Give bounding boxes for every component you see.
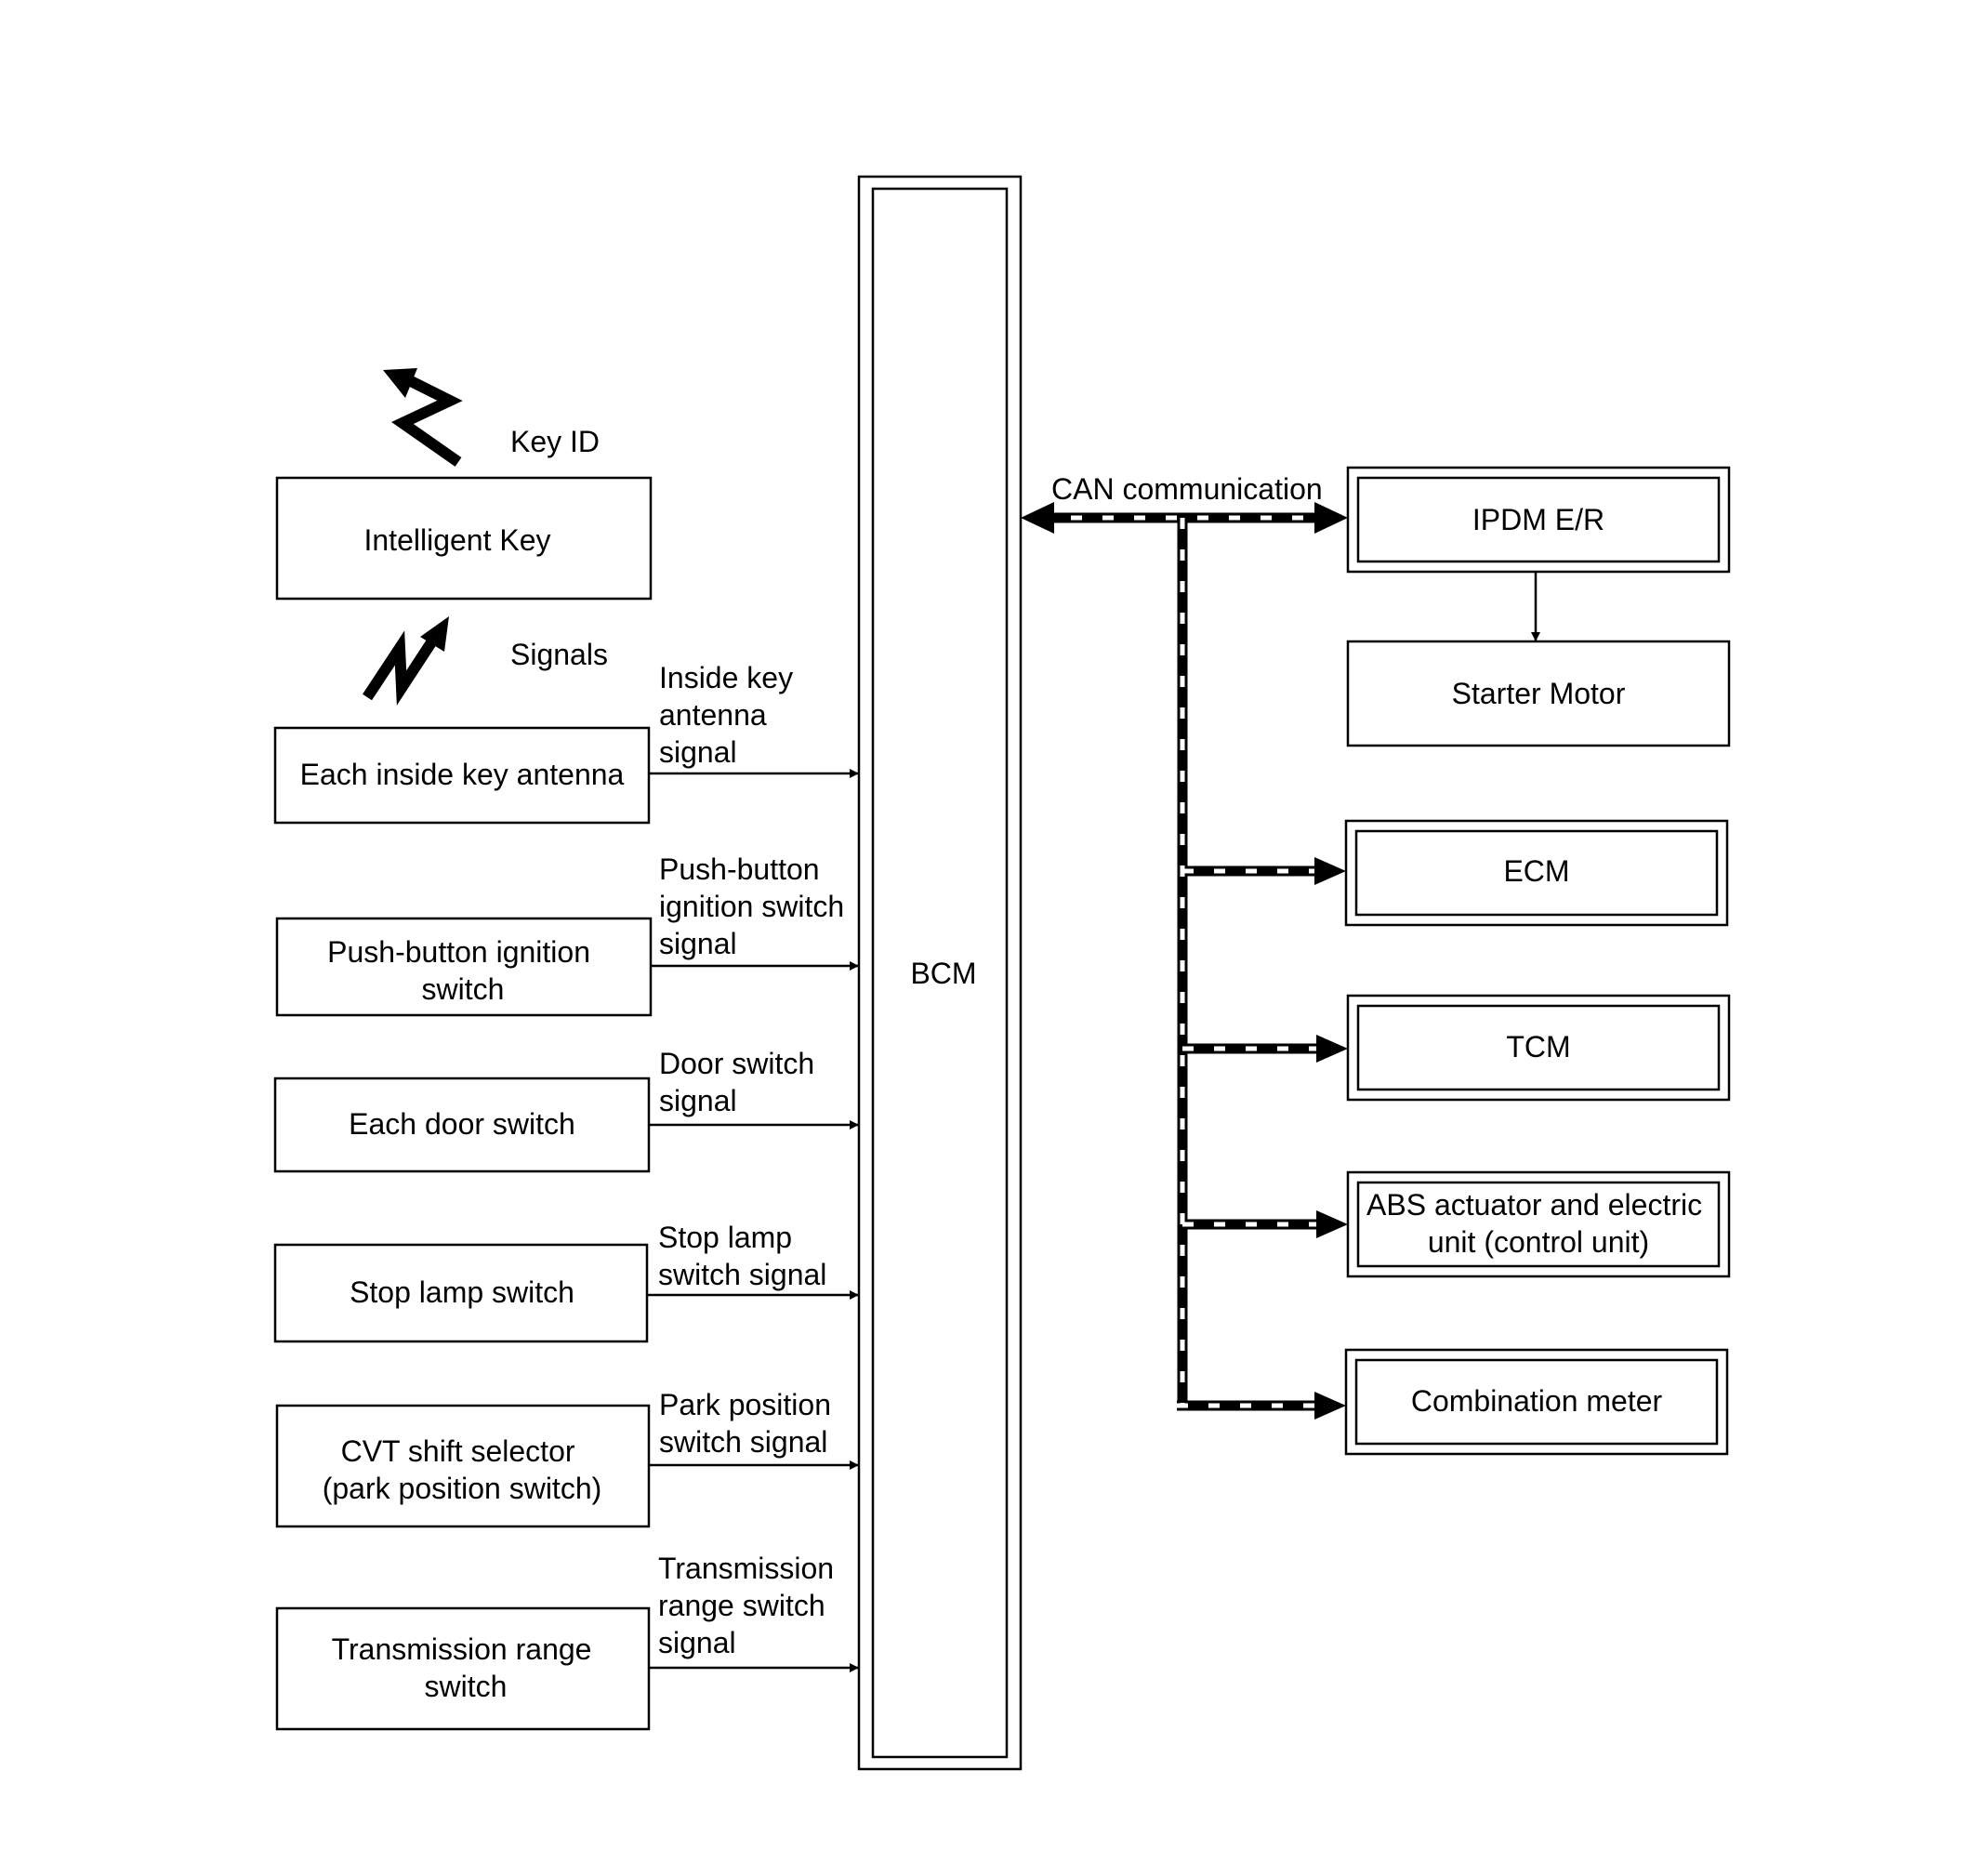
- intelligent-key-label: Intelligent Key: [363, 523, 550, 557]
- starter-motor-label: Starter Motor: [1452, 677, 1626, 710]
- bcm-label: BCM: [910, 957, 976, 990]
- can-arrowhead-tcm: [1316, 1035, 1348, 1063]
- can-arrowhead-abs: [1316, 1210, 1348, 1238]
- signals-label: Signals: [510, 638, 608, 671]
- bcm-box: BCM: [857, 175, 1023, 1771]
- key-id-wireless-icon: [383, 368, 463, 467]
- key-id-label: Key ID: [510, 425, 600, 458]
- cvt-shift-selector-box: CVT shift selector (park position switch…: [275, 1404, 651, 1528]
- inside-key-antenna-signal-label: Inside key antenna signal: [659, 661, 801, 769]
- stop-lamp-switch-label: Stop lamp switch: [350, 1275, 574, 1309]
- transmission-range-switch-box: Transmission range switch: [275, 1606, 651, 1731]
- intelligent-key-box: Intelligent Key: [275, 476, 653, 601]
- park-position-signal-label: Park position switch signal: [659, 1388, 839, 1459]
- can-arrowhead-combination-meter: [1314, 1392, 1346, 1420]
- can-arrowhead-ipdm: [1314, 502, 1348, 534]
- ipdm-er-box: IPDM E/R: [1346, 466, 1731, 574]
- can-communication-label: CAN communication: [1051, 472, 1323, 506]
- starter-motor-box: Starter Motor: [1346, 640, 1731, 747]
- door-switch-label: Each door switch: [349, 1107, 575, 1141]
- combination-meter-box: Combination meter: [1344, 1348, 1729, 1456]
- inside-key-antenna-box: Each inside key antenna: [273, 726, 651, 825]
- abs-actuator-label: ABS actuator and electric unit (control …: [1366, 1188, 1710, 1259]
- abs-actuator-box: ABS actuator and electric unit (control …: [1346, 1170, 1731, 1278]
- can-arrowhead-bcm: [1021, 502, 1054, 534]
- cvt-shift-selector-label: CVT shift selector (park position switch…: [323, 1434, 602, 1505]
- can-bus: [1021, 502, 1348, 1420]
- push-button-ignition-signal-label: Push-button ignition switch signal: [659, 852, 852, 960]
- tcm-box: TCM: [1346, 994, 1731, 1102]
- door-switch-signal-label: Door switch signal: [659, 1047, 823, 1117]
- tcm-label: TCM: [1506, 1030, 1570, 1064]
- combination-meter-label: Combination meter: [1411, 1384, 1663, 1418]
- door-switch-box: Each door switch: [273, 1077, 651, 1173]
- transmission-range-switch-label: Transmission range switch: [332, 1632, 601, 1703]
- stop-lamp-switch-box: Stop lamp switch: [273, 1243, 649, 1343]
- signals-wireless-icon: [362, 616, 449, 706]
- inside-key-antenna-label: Each inside key antenna: [300, 758, 625, 791]
- ecm-label: ECM: [1503, 854, 1569, 888]
- can-arrowhead-ecm: [1314, 857, 1346, 885]
- transmission-range-signal-label: Transmission range switch signal: [658, 1552, 842, 1659]
- ecm-box: ECM: [1344, 819, 1729, 927]
- ipdm-er-label: IPDM E/R: [1472, 503, 1604, 536]
- stop-lamp-signal-label: Stop lamp switch signal: [658, 1221, 826, 1291]
- push-button-ignition-switch-label: Push-button ignition switch: [327, 935, 599, 1006]
- push-button-ignition-switch-box: Push-button ignition switch: [275, 917, 653, 1017]
